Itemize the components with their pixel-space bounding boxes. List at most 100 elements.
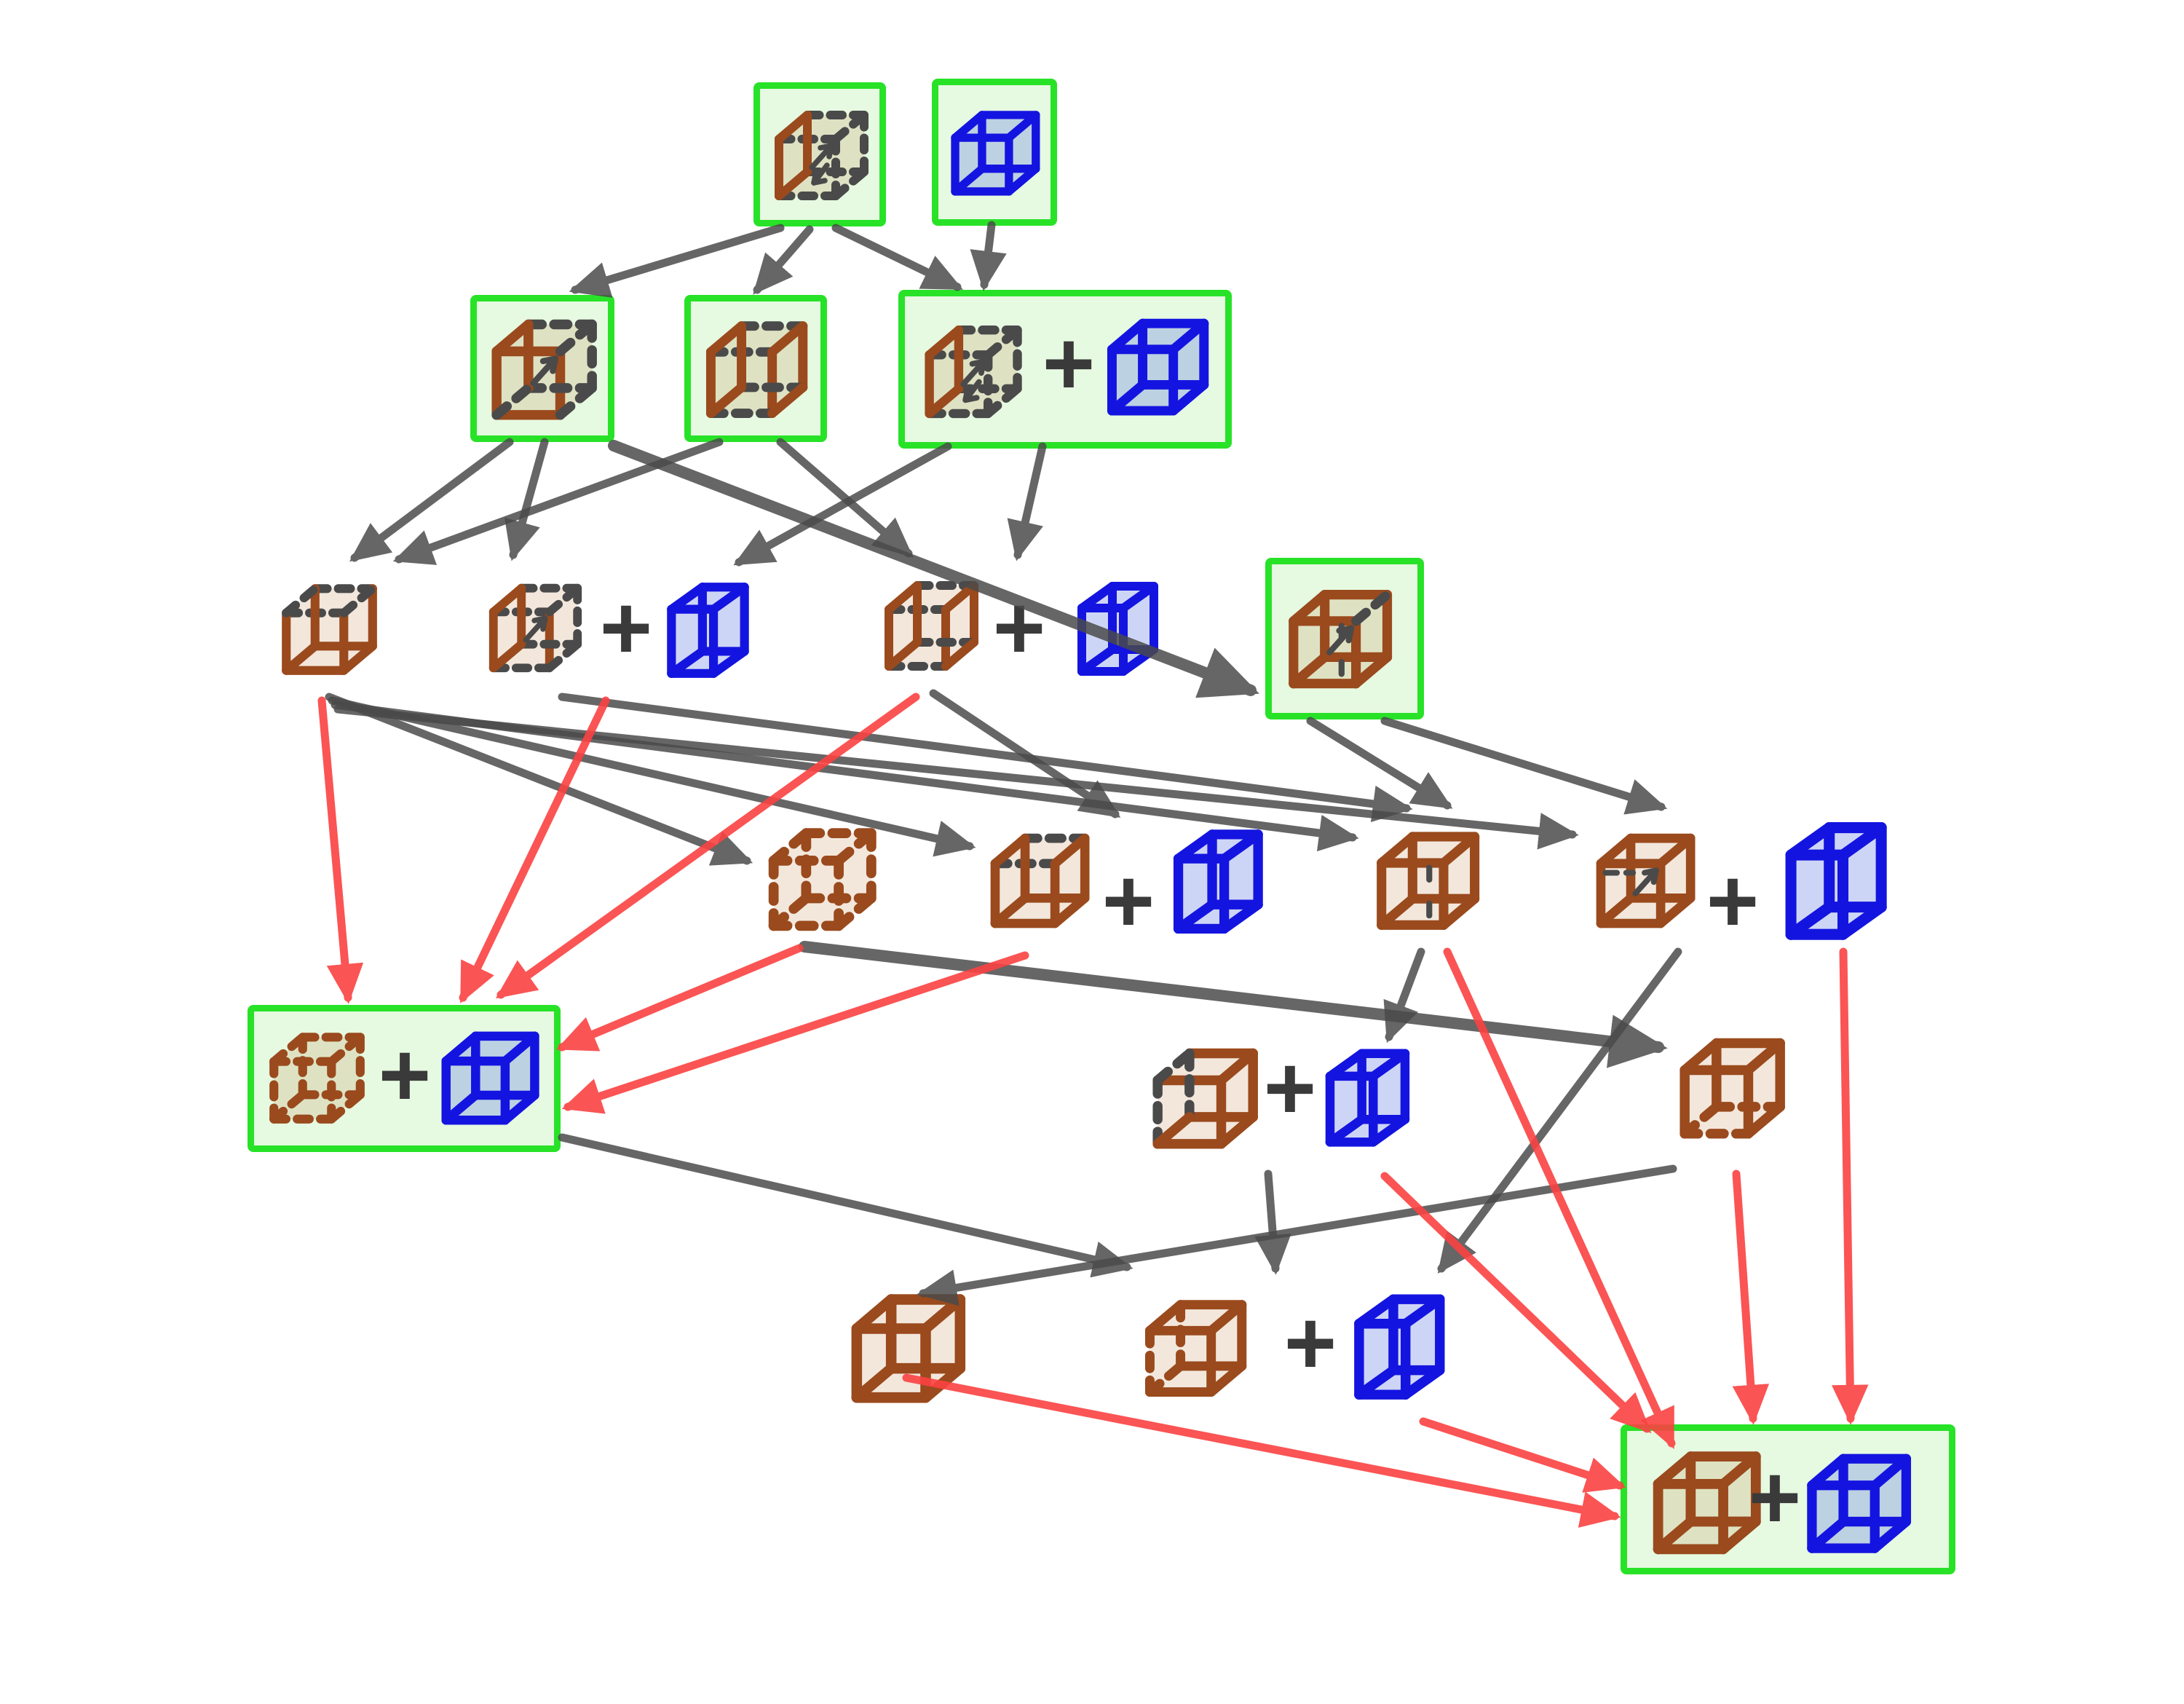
cube-g5-blue: [432, 1018, 546, 1136]
arrow-r4n3-to-bottom-right-sum: [1443, 947, 1676, 1450]
arrow-row5-left-sum-to-r6n2: [558, 1133, 1133, 1278]
arrow-r3n1-to-row5-left-sum: [317, 696, 364, 1004]
blue-cube-icon: [1807, 1453, 1912, 1553]
blue-cube-icon: [1173, 829, 1263, 934]
arrow-ne-mark: [809, 143, 834, 170]
blue-cube-icon: [951, 111, 1040, 196]
plus-g5: +: [378, 1025, 432, 1127]
cube-r3n4-nearfull: [1279, 572, 1399, 703]
cube-r5m-cube: [1143, 1033, 1265, 1162]
cube-r2r-partial: [916, 313, 1029, 428]
cube-r4n4-blue: [1765, 811, 1910, 948]
brown-cube-icon: [1144, 1300, 1247, 1397]
arrow-row2-middle-to-r3n1: [392, 438, 724, 565]
arrow-top-partial-to-row2-left: [569, 224, 785, 298]
brown-cube-icon: [705, 321, 808, 419]
arrow-row2-left-to-r3n1: [349, 438, 514, 562]
cube-r3n2-partial: [480, 562, 588, 692]
arrow-ne-mark: [1632, 867, 1659, 896]
cube-r5r-cube: [1670, 1019, 1792, 1155]
blue-cube-icon: [1077, 582, 1158, 676]
arrow-row2-left-to-r3n2: [504, 438, 549, 561]
arrow-sw-mark: [962, 379, 982, 403]
brown-cube-icon: [768, 828, 877, 931]
arrow-top-bluecube-to-row2-right: [970, 221, 1007, 291]
plus-r3n3: +: [992, 578, 1046, 679]
cube-r6n2-cube: [1136, 1280, 1254, 1414]
cube-r4n4-cube: [1587, 811, 1702, 948]
arrow-r3n3-to-r4n2: [929, 689, 1121, 819]
brown-cube-icon: [1596, 833, 1696, 928]
cube-r2m-twofaces: [697, 306, 815, 431]
brown-cube-icon: [925, 326, 1022, 419]
plus-r3n2: +: [599, 578, 653, 679]
brown-cube-icon: [851, 1294, 966, 1403]
blue-cube-icon: [1785, 822, 1887, 940]
arrow-r4n4-to-r6n2: [1437, 947, 1682, 1274]
arrow-ne-mark: [530, 355, 558, 387]
plus-r4n2: +: [1101, 851, 1155, 952]
arrow-row2-middle-to-r3n3: [776, 438, 914, 558]
cube-r3n3-twofaces: [876, 559, 985, 690]
arrow-ne-mark: [523, 615, 548, 643]
cube-r3n1-ushape: [273, 564, 384, 693]
cube-r4n2-opentop: [981, 811, 1096, 948]
cube-r6n1-full: [841, 1280, 973, 1414]
plus-row2-right: +: [1042, 314, 1096, 415]
cube-r4n2-blue: [1159, 811, 1280, 950]
arrow-r5-right-to-bottom-right-sum: [1732, 1169, 1770, 1425]
arrow-ne-mark: [960, 358, 986, 387]
cube-gb-brown: [1641, 1439, 1770, 1564]
arrow-r4n2-to-row5-left-sum: [561, 951, 1029, 1114]
arrow-r4n1-to-row5-left-sum: [555, 944, 804, 1052]
blue-cube-icon: [667, 583, 749, 678]
brown-cube-icon: [1653, 1451, 1761, 1555]
arrow-r3n4-to-r4n4: [1380, 717, 1668, 815]
cube-gb-blue: [1797, 1442, 1919, 1563]
arrow-row2-right-to-r3n2: [733, 442, 952, 567]
arrow-r6n2-to-bottom-right-sum: [1419, 1417, 1626, 1493]
brown-cube-icon: [775, 111, 869, 200]
arrow-r4n3-to-r5-middle: [1383, 947, 1425, 1044]
arrow-r4n4-to-bottom-right-sum: [1831, 947, 1869, 1425]
plus-r6n2: +: [1283, 1293, 1337, 1395]
arrow-r6n1-to-bottom-right-sum: [902, 1373, 1621, 1528]
brown-cube-icon: [990, 833, 1090, 928]
cube-r3n2-blue: [654, 562, 764, 696]
brown-cube-icon: [269, 1033, 365, 1124]
plus-r4n4: +: [1706, 851, 1760, 952]
cube-t1-partial: [766, 93, 875, 216]
arrow-top-partial-to-row2-middle: [753, 225, 814, 295]
brown-cube-icon: [1152, 1048, 1258, 1149]
arrow-sw-mark: [811, 162, 830, 186]
cube-r5m-blue: [1312, 1025, 1425, 1168]
arrow-top-partial-to-row2-right: [831, 224, 963, 291]
brown-cube-icon: [1377, 832, 1480, 930]
arrow-r3n1-to-r4n1: [325, 693, 753, 866]
arrow-r5-right-to-r6n1: [917, 1164, 1677, 1306]
plus-r5m: +: [1263, 1038, 1317, 1140]
cube-g5-dashed: [261, 1018, 371, 1136]
brown-cube-icon: [1679, 1038, 1785, 1139]
arrow-row2-right-to-r3n3: [1007, 442, 1047, 561]
brown-cube-icon: [885, 581, 978, 671]
cube-r2r-blue: [1098, 306, 1216, 426]
blue-cube-icon: [441, 1031, 539, 1125]
cube-r6n2-blue: [1340, 1276, 1462, 1416]
brown-cube-icon: [488, 583, 582, 673]
arrow-r5-middle-to-r6n2: [1254, 1169, 1291, 1275]
cube-r4n3-full: [1367, 811, 1487, 948]
blue-cube-icon: [1354, 1294, 1445, 1400]
brown-cube-icon: [491, 319, 597, 420]
plus-gb: +: [1748, 1448, 1802, 1549]
brown-cube-icon: [282, 584, 377, 675]
blue-cube-icon: [1107, 318, 1209, 416]
arrow-r3n4-to-r4n3: [1306, 717, 1453, 810]
cube-r2l-corner: [482, 306, 604, 431]
blue-cube-icon: [1325, 1049, 1410, 1147]
brown-cube-icon: [1289, 590, 1393, 689]
cube-r4n1-dashed: [759, 811, 884, 945]
arrow-r3n2-to-row5-left-sum: [459, 696, 610, 1003]
cube-r3n3-blue: [1064, 561, 1174, 695]
